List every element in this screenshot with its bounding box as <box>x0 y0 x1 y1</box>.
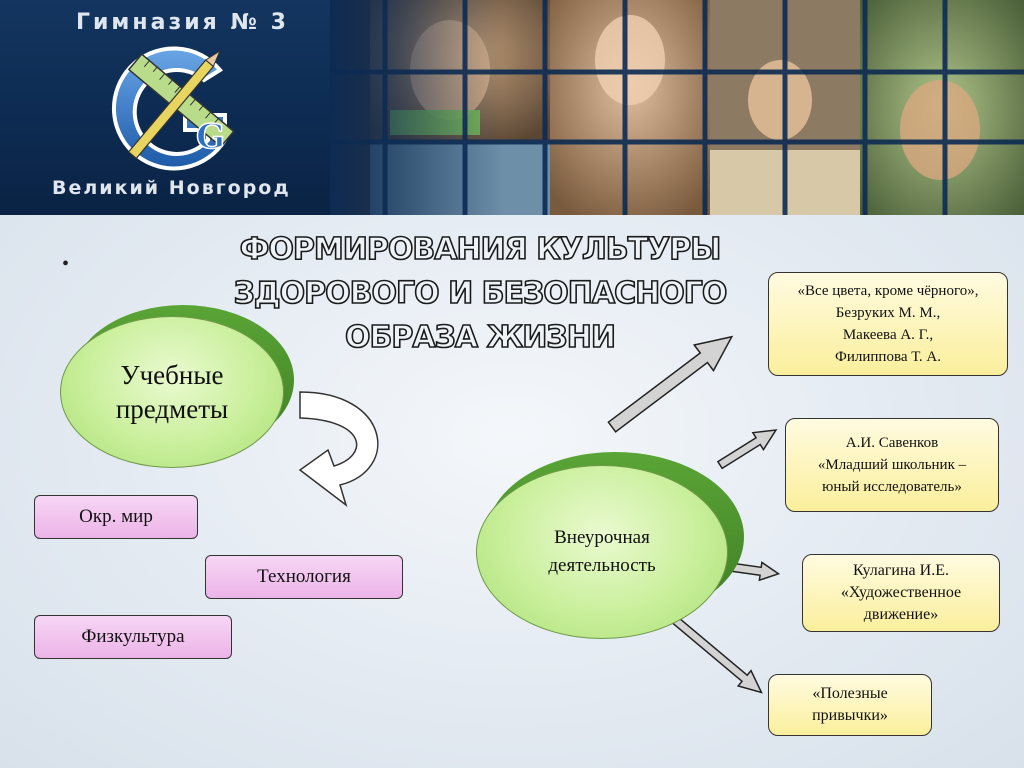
program-2-line-3: юный исследователь» <box>822 479 962 495</box>
program-3-line-1: Кулагина И.Е. <box>853 562 949 579</box>
subject-technology: Технология <box>205 555 403 599</box>
program-2-line-1: А.И. Савенков <box>845 435 939 451</box>
program-1-line-2: Безруких М. М., <box>835 305 941 321</box>
extracurricular-oval-line-1: Внеурочная <box>554 527 650 548</box>
subjects-oval-line-1: Учебные <box>120 360 224 390</box>
program-box-art-movement: Кулагина И.Е. «Художественное движение» <box>802 554 1000 632</box>
title-line-3: ОБРАЗА ЖИЗНИ <box>344 319 617 356</box>
program-1-line-3: Макеева А. Г., <box>842 327 934 343</box>
program-4-line-2: привычки» <box>812 707 888 724</box>
program-1-line-1: «Все цвета, кроме чёрного», <box>797 283 979 299</box>
program-box-researcher: А.И. Савенков «Младший школьник – юный и… <box>785 418 999 512</box>
students-photo-collage <box>330 0 1024 215</box>
title-line-2: ЗДОРОВОГО И БЕЗОПАСНОГО <box>233 275 728 312</box>
program-4-line-1: «Полезные <box>812 685 888 702</box>
logo-letter: G <box>196 117 225 157</box>
school-logo: G <box>111 46 235 171</box>
program-2-line-2: «Младший школьник – <box>817 457 967 473</box>
header-banner: Гимназия № 3 G <box>0 0 1024 215</box>
program-box-useful-habits: «Полезные привычки» <box>768 674 932 736</box>
program-1-line-4: Филиппова Т. А. <box>835 349 941 365</box>
city-name: Великий Новгород <box>52 177 291 199</box>
subject-okr-mir: Окр. мир <box>34 495 198 539</box>
title-line-1: ФОРМИРОВАНИЯ КУЛЬТУРЫ <box>239 231 722 268</box>
subjects-oval-line-2: предметы <box>115 394 229 424</box>
program-3-line-2: «Художественное <box>840 584 962 601</box>
slide-title: ФОРМИРОВАНИЯ КУЛЬТУРЫ ЗДОРОВОГО И БЕЗОПА… <box>200 228 760 360</box>
program-box-colors: «Все цвета, кроме чёрного», Безруких М. … <box>768 272 1008 376</box>
subject-physical-education: Физкультура <box>34 615 232 659</box>
bullet-point: • <box>62 253 70 275</box>
school-name: Гимназия № 3 <box>76 10 289 35</box>
extracurricular-oval-line-2: деятельность <box>548 555 656 576</box>
program-3-line-3: движение» <box>863 606 939 623</box>
